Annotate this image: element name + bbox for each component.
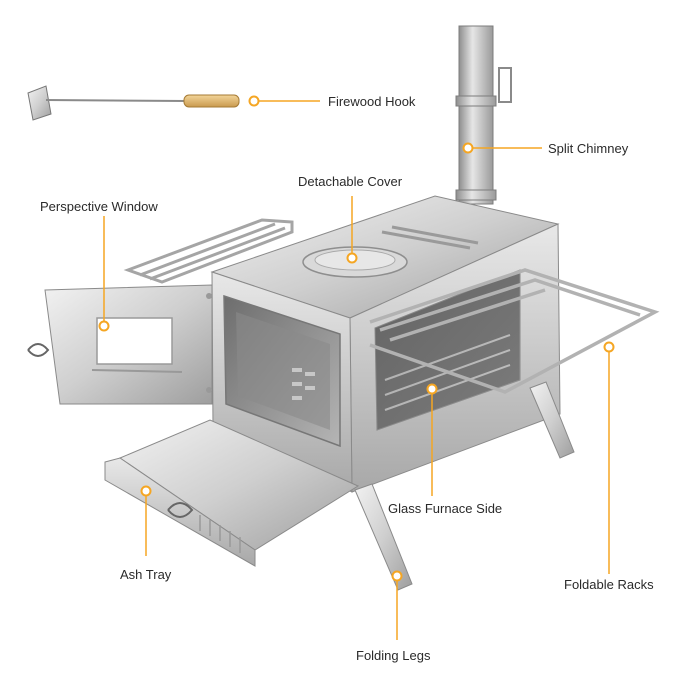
firewood-hook — [27, 85, 240, 121]
folding-legs — [354, 381, 575, 591]
folding-legs-label: Folding Legs — [356, 648, 431, 663]
left-back-rack — [123, 218, 294, 284]
right-rack — [369, 268, 660, 394]
ash-tray — [104, 419, 360, 567]
firewood-hook-label: Firewood Hook — [328, 94, 416, 109]
detachable-cover-label: Detachable Cover — [298, 174, 403, 189]
ash-tray-label: Ash Tray — [120, 567, 172, 582]
callout-lines — [103, 100, 610, 640]
glass-furnace-side-label: Glass Furnace Side — [388, 501, 503, 516]
callout-dots — [98, 95, 615, 582]
foldable-racks-label: Foldable Racks — [564, 577, 654, 592]
open-door — [27, 284, 213, 405]
split-chimney-label: Split Chimney — [548, 141, 629, 156]
perspective-window-label: Perspective Window — [40, 199, 158, 214]
